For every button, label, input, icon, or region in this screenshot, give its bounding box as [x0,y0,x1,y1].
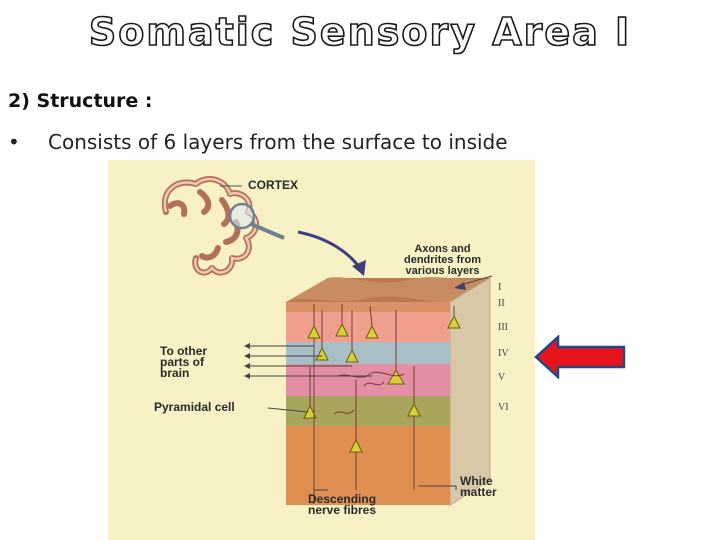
highlight-arrow-icon [534,335,626,379]
slide-title: Somatic Sensory Area I [88,9,632,55]
axons-dendrites-label: Axons and dendrites from various layers [404,243,482,277]
layer-label-3: III [498,322,508,333]
cortex-illustration [161,176,493,506]
layer-label-6: VI [498,402,509,413]
cortex-layers-diagram: CORTEX Axons and dendrites from various … [108,160,535,540]
layer-label-2: II [498,298,505,309]
structure-heading: 2) Structure : [8,90,153,112]
magnifier-icon [228,202,285,240]
bullet-item: • Consists of 6 layers from the surface t… [8,130,508,154]
descending-fibres-label: Descending nerve fibres [308,492,377,517]
to-other-parts-label: To other parts of brain [160,344,208,380]
white-matter-label: White matter [460,474,497,499]
layer-label-1: I [498,282,502,293]
bullet-text: Consists of 6 layers from the surface to… [48,130,508,154]
bullet-marker: • [8,130,20,154]
pyramidal-cell-label: Pyramidal cell [154,400,235,414]
cortex-label: CORTEX [248,178,299,192]
layer-label-5: V [498,372,506,383]
layer-label-4: IV [498,348,509,359]
